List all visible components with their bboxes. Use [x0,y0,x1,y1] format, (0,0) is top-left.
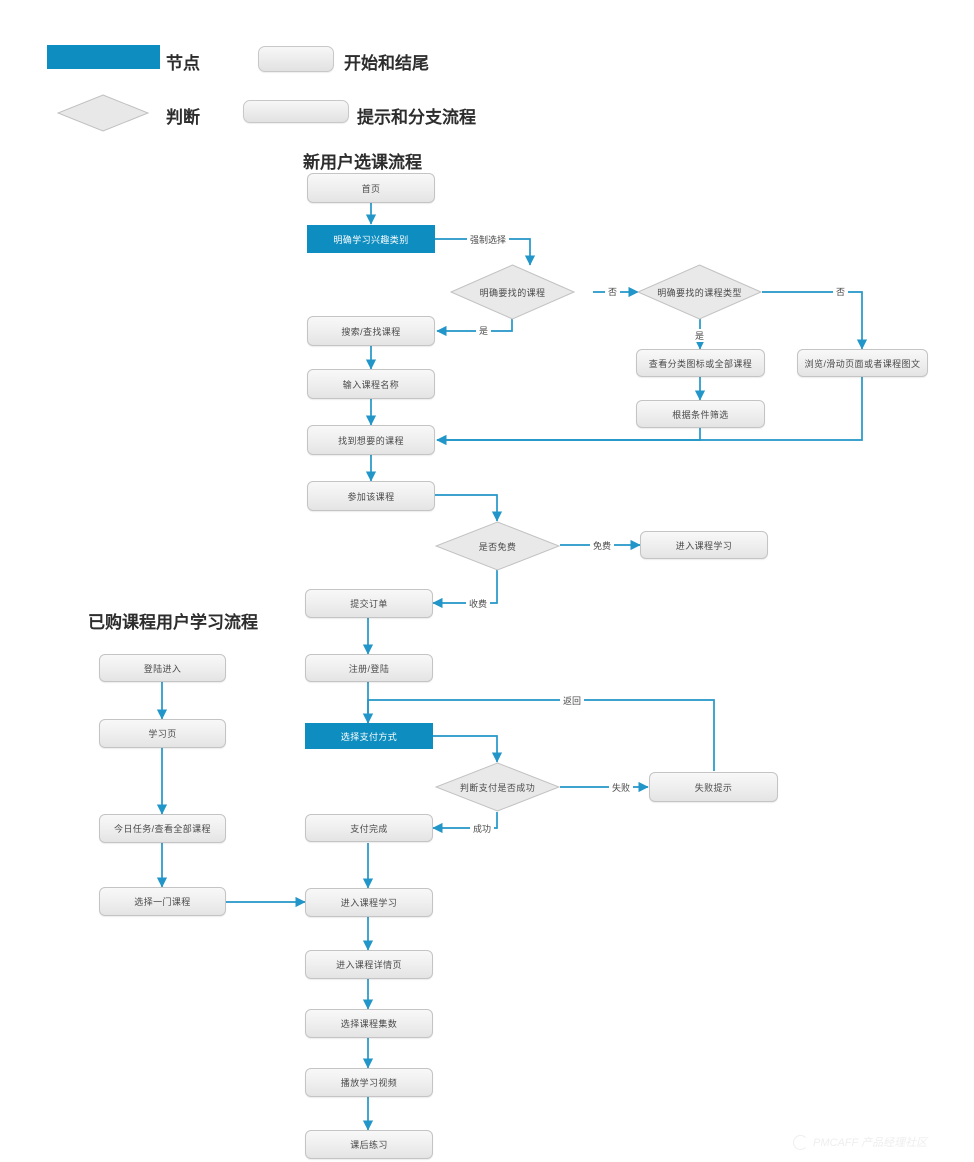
decision-which-type-label: 明确要找的课程类型 [657,287,742,298]
edge-label-success: 成功 [470,822,495,835]
decision-which-course-label: 明确要找的课程 [479,287,546,298]
edge-label-yes-1: 是 [476,324,492,337]
decision-pay-success[interactable]: 判断支付是否成功 [435,762,560,812]
node-study-page[interactable]: 学习页 [99,719,226,748]
edge-label-no-1: 否 [605,285,621,298]
edge-label-paid: 收费 [466,597,491,610]
edge-label-yes-2: 是 [692,329,708,342]
decision-pay-success-label: 判断支付是否成功 [459,782,536,793]
node-browse-page[interactable]: 浏览/滑动页面或者课程图文 [797,349,928,377]
legend-label-terminal: 开始和结尾 [344,54,429,73]
node-pay-done[interactable]: 支付完成 [305,814,433,842]
node-join-course[interactable]: 参加该课程 [307,481,435,511]
node-today-task[interactable]: 今日任务/查看全部课程 [99,814,226,843]
legend-swatch-decision [56,94,150,132]
node-category-all[interactable]: 查看分类图标或全部课程 [636,349,765,377]
node-submit-order[interactable]: 提交订单 [305,589,433,618]
edge-label-force-choose: 强制选择 [467,233,510,246]
watermark: PMCAFF 产品经理社区 [793,1134,927,1150]
decision-is-free-label: 是否免费 [478,541,517,552]
legend-swatch-node [47,45,160,69]
decision-which-type[interactable]: 明确要找的课程类型 [637,264,762,320]
node-choose-episode[interactable]: 选择课程集数 [305,1009,433,1038]
edge-label-back: 返回 [560,694,585,707]
node-interest[interactable]: 明确学习兴趣类别 [307,225,435,253]
section-title-purchased: 已购课程用户学习流程 [88,613,258,632]
decision-which-course[interactable]: 明确要找的课程 [450,264,575,320]
watermark-text: PMCAFF 产品经理社区 [813,1137,928,1149]
node-filter-condition[interactable]: 根据条件筛选 [636,400,765,428]
node-search-course[interactable]: 搜索/查找课程 [307,316,435,346]
decision-is-free[interactable]: 是否免费 [435,521,560,571]
node-play-video[interactable]: 播放学习视频 [305,1068,433,1097]
edge-label-no-2: 否 [833,285,849,298]
node-login-enter[interactable]: 登陆进入 [99,654,226,682]
legend-label-branch: 提示和分支流程 [357,108,476,127]
node-found-course[interactable]: 找到想要的课程 [307,425,435,455]
node-home[interactable]: 首页 [307,173,435,203]
edge-label-fail: 失败 [609,781,634,794]
node-enter-study-free[interactable]: 进入课程学习 [640,531,768,559]
legend-swatch-terminal [258,46,334,72]
legend-label-node: 节点 [166,54,200,73]
node-course-detail[interactable]: 进入课程详情页 [305,950,433,979]
watermark-logo-icon [793,1134,808,1150]
edge-label-free: 免费 [590,539,615,552]
node-enter-study[interactable]: 进入课程学习 [305,888,433,917]
legend-swatch-branch [243,100,349,123]
section-title-new-user: 新用户选课流程 [303,153,422,172]
legend-label-decision: 判断 [166,108,200,127]
node-fail-tip[interactable]: 失败提示 [649,772,778,802]
node-input-name[interactable]: 输入课程名称 [307,369,435,399]
node-after-class[interactable]: 课后练习 [305,1130,433,1159]
node-register-login[interactable]: 注册/登陆 [305,654,433,682]
node-choose-one[interactable]: 选择一门课程 [99,887,226,916]
node-choose-payment[interactable]: 选择支付方式 [305,723,433,749]
